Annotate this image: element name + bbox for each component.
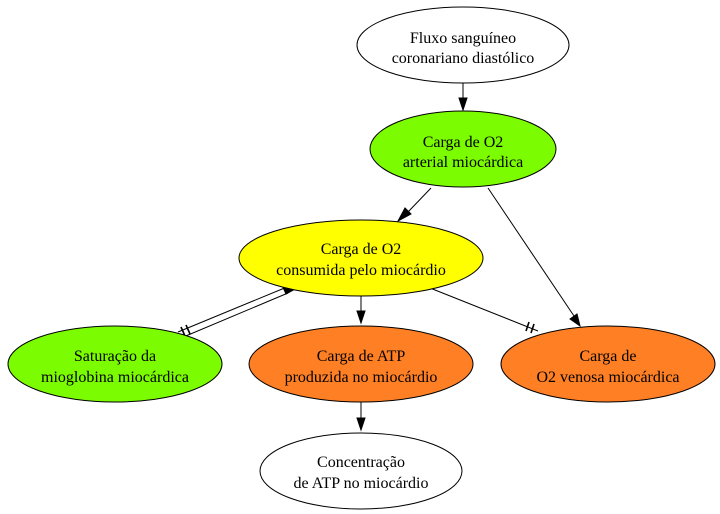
arrowhead xyxy=(356,310,366,325)
tee-marker xyxy=(185,324,191,335)
node-carga-consumida: Carga de O2 consumida pelo miocárdio xyxy=(238,219,484,297)
arrowhead xyxy=(356,417,366,432)
node-label-line2: consumida pelo miocárdio xyxy=(276,262,446,279)
edge-carga-consumida-to-carga-atp xyxy=(356,295,366,325)
node-label-line1: Carga de ATP xyxy=(317,348,406,365)
node-label-line2: de ATP no miocárdio xyxy=(294,475,429,492)
edge-carga-atp-to-concentracao xyxy=(356,402,366,432)
node-label-line1: Fluxo sanguíneo xyxy=(410,30,516,47)
node-ellipse xyxy=(259,432,463,510)
node-label-line2: arterial miocárdica xyxy=(403,154,523,171)
node-ellipse xyxy=(500,325,716,403)
node-fluxo-sanguineo: Fluxo sanguíneo coronariano diastólico xyxy=(356,6,570,84)
node-ellipse xyxy=(7,325,223,403)
edge-fluxo-to-carga-arterial xyxy=(458,83,468,112)
node-carga-atp: Carga de ATP produzida no miocárdio xyxy=(248,325,474,403)
node-label-line1: Carga de xyxy=(579,348,636,365)
tee-marker xyxy=(530,323,535,334)
edge-carga-arterial-to-carga-consumida xyxy=(396,187,432,223)
arrowhead xyxy=(458,97,468,112)
tee-marker xyxy=(525,321,530,332)
nodes: Fluxo sanguíneo coronariano diastólico C… xyxy=(7,6,716,510)
node-ellipse xyxy=(369,110,557,188)
node-carga-venosa: Carga de O2 venosa miocárdica xyxy=(500,325,716,403)
arrowhead xyxy=(396,207,412,223)
edge-saturacao-to-carga-consumida xyxy=(177,284,299,339)
node-concentracao-atp: Concentração de ATP no miocárdio xyxy=(259,432,463,510)
node-label-line2: coronariano diastólico xyxy=(392,50,535,67)
node-saturacao-mioglobina: Saturação da mioglobina miocárdica xyxy=(7,325,223,403)
node-label-line1: Carga de O2 xyxy=(423,134,504,151)
node-label-line1: Carga de O2 xyxy=(321,241,402,258)
edge-carga-consumida-to-carga-venosa xyxy=(429,287,539,334)
edge-carga-arterial-to-carga-venosa xyxy=(487,187,581,328)
node-ellipse xyxy=(356,6,570,84)
node-ellipse xyxy=(238,219,484,297)
arrowhead xyxy=(569,313,581,328)
tee-marker xyxy=(180,326,186,337)
node-label-line2: O2 venosa miocárdica xyxy=(536,369,679,386)
node-label-line1: Concentração xyxy=(317,454,405,471)
node-carga-arterial: Carga de O2 arterial miocárdica xyxy=(369,110,557,188)
node-ellipse xyxy=(248,325,474,403)
node-label-line2: produzida no miocárdio xyxy=(285,369,438,386)
node-label-line2: mioglobina miocárdica xyxy=(41,369,189,386)
node-label-line1: Saturação da xyxy=(74,348,156,365)
